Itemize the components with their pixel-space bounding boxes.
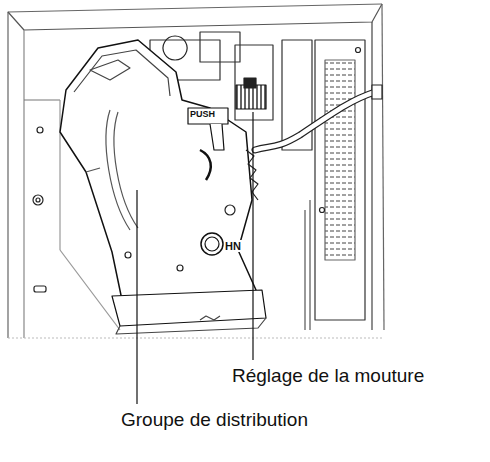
callout-label: Réglage de la mouture (232, 366, 424, 387)
part-marking: HN (224, 240, 242, 252)
callout-label: Groupe de distribution (121, 410, 308, 431)
part-marking: PUSH (189, 110, 216, 120)
